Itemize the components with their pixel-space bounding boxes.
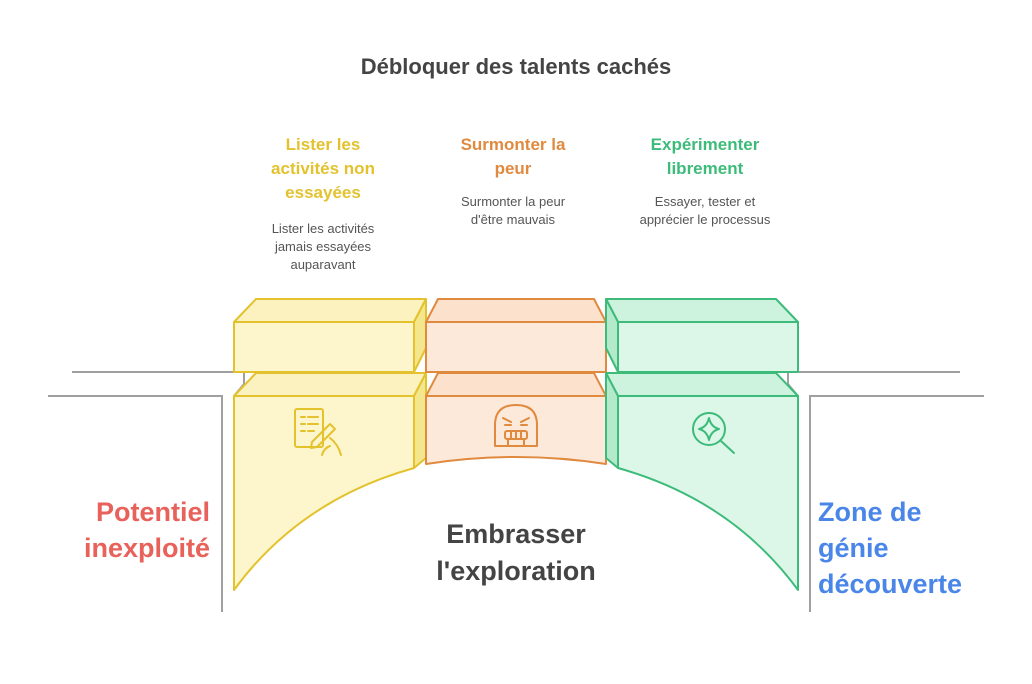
right-label: Zone de génie découverte [818,494,1008,602]
step-1-title-line: essayées [285,183,361,202]
step-3-title-line: Expérimenter [650,135,760,154]
block-2-top-face [425,298,607,323]
step-2-desc-line: d'être mauvais [470,212,556,227]
block-1-lower-top [233,372,427,397]
block-2-lower-top [425,372,607,397]
step-3-title-line: librement [666,159,744,178]
step-3-title: Expérimenter librement [605,133,805,181]
left-cliff-lower [48,395,223,612]
step-3-desc-line: Essayer, tester et [654,194,756,209]
block-3-arch [617,395,799,591]
step-2-description: Surmonter la peur d'être mauvais [418,193,608,229]
step-3-desc-line: apprécier le processus [639,212,771,227]
diagram-title: Débloquer des talents cachés [360,54,672,79]
right-label-line: Zone de [818,497,922,527]
step-1-desc-line: jamais essayées [274,239,372,254]
step-3-description: Essayer, tester et apprécier le processu… [605,193,805,229]
notes-pen-icon [294,408,342,456]
step-1-description: Lister les activités jamais essayées aup… [228,220,418,274]
block-1-arch [233,395,415,591]
step-2-title-line: peur [494,159,532,178]
step-1-title: Lister les activités non essayées [228,133,418,205]
block-3-lower-top [605,372,799,397]
scared-face-icon [494,404,538,447]
left-label-line: inexploité [83,533,210,563]
left-label-line: Potentiel [95,497,210,527]
block-1-front-face [233,321,415,373]
step-1-desc-line: auparavant [290,257,356,272]
left-label: Potentiel inexploité [40,494,210,566]
block-3-side-face [605,298,619,373]
block-3 [605,298,799,591]
center-label-line: Embrasser [446,519,586,549]
right-cliff-lower [809,395,984,612]
block-3-front-face [617,321,799,373]
step-1-title-line: activités non [271,159,375,178]
step-1-desc-line: Lister les activités [271,221,375,236]
block-3-top-face [605,298,799,323]
block-2-front-face [425,321,607,373]
magnifier-sparkle-icon [692,412,735,454]
right-label-line: découverte [818,569,963,599]
step-1-title-line: Lister les [285,135,361,154]
step-2-title: Surmonter la peur [418,133,608,181]
block-1-top-face [233,298,427,323]
right-label-line: génie [818,533,889,563]
center-label: Embrasser l'exploration [396,516,636,590]
step-2-desc-line: Surmonter la peur [460,194,566,209]
center-label-line: l'exploration [436,556,596,586]
step-2-title-line: Surmonter la [460,135,566,154]
